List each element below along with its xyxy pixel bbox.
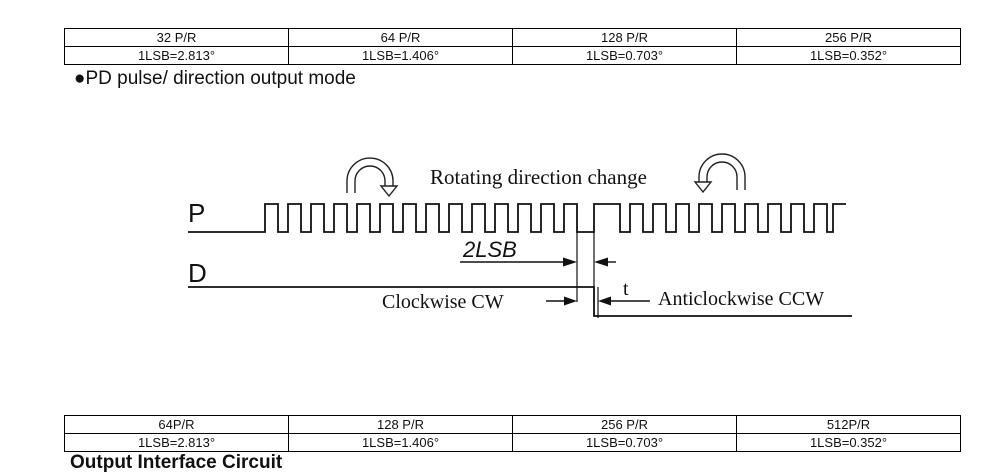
table-cell: 1LSB=1.406° bbox=[288, 433, 513, 452]
ccw-label: Anticlockwise CCW bbox=[658, 288, 824, 310]
table-cell: 64P/R bbox=[64, 415, 289, 434]
t-label: t bbox=[623, 278, 629, 300]
clockwise-arrow-icon bbox=[346, 157, 399, 198]
table-cell: 1LSB=2.813° bbox=[64, 46, 289, 65]
table-cell: 1LSB=1.406° bbox=[288, 46, 513, 65]
signal-label-p: P bbox=[188, 198, 205, 228]
table-row: 1LSB=2.813° 1LSB=1.406° 1LSB=0.703° 1LSB… bbox=[64, 46, 961, 65]
resolution-table-bottom: 64P/R 128 P/R 256 P/R 512P/R 1LSB=2.813°… bbox=[64, 415, 961, 452]
rotation-label: Rotating direction change bbox=[430, 165, 647, 189]
table-cell: 512P/R bbox=[736, 415, 961, 434]
cw-label: Clockwise CW bbox=[382, 291, 504, 313]
pd-timing-diagram: Rotating direction change P D 2LSB Clock… bbox=[188, 153, 852, 318]
lsb-label: 2LSB bbox=[462, 237, 517, 262]
counterclockwise-arrow-icon bbox=[693, 153, 746, 194]
cw-arrow-icon bbox=[546, 296, 577, 306]
table-header-row: 64P/R 128 P/R 256 P/R 512P/R bbox=[64, 415, 961, 434]
timing-guides bbox=[576, 232, 599, 318]
table-cell: 128 P/R bbox=[288, 415, 513, 434]
table-cell: 1LSB=0.352° bbox=[736, 46, 961, 65]
lsb-arrow-left-icon bbox=[594, 257, 616, 267]
table-row: 1LSB=2.813° 1LSB=1.406° 1LSB=0.703° 1LSB… bbox=[64, 433, 961, 452]
table-cell: 1LSB=2.813° bbox=[64, 433, 289, 452]
resolution-table-top: 32 P/R 64 P/R 128 P/R 256 P/R 1LSB=2.813… bbox=[64, 28, 961, 65]
section-heading-cutoff: Output Interface Circuit bbox=[70, 452, 283, 473]
table-cell: 1LSB=0.703° bbox=[512, 433, 737, 452]
table-cell: 256 P/R bbox=[512, 415, 737, 434]
table-cell: 1LSB=0.703° bbox=[512, 46, 737, 65]
signal-label-d: D bbox=[188, 258, 207, 288]
section-title: ●PD pulse/ direction output mode bbox=[74, 68, 356, 89]
lsb-arrow-icon bbox=[524, 257, 577, 267]
table-cell: 1LSB=0.352° bbox=[736, 433, 961, 452]
t-arrow-icon bbox=[598, 296, 650, 306]
pulse-waveform-p bbox=[188, 203, 846, 233]
